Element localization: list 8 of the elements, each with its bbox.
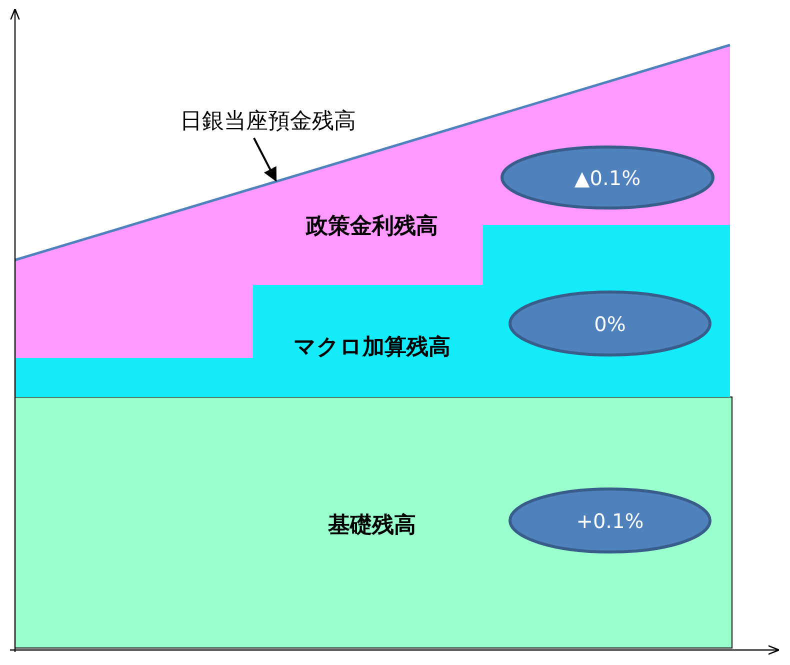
rate-ellipse: +0.1%: [508, 487, 712, 554]
rate-ellipse: ▲0.1%: [500, 145, 715, 210]
band-label: 政策金利残高: [306, 212, 438, 241]
callout-text: 日銀当座預金残高: [180, 106, 356, 136]
rate-ellipse: 0%: [508, 290, 712, 357]
leader-arrow: [253, 138, 277, 182]
band-label: マクロ加算残高: [294, 334, 450, 362]
band-label: 基礎残高: [328, 512, 416, 540]
